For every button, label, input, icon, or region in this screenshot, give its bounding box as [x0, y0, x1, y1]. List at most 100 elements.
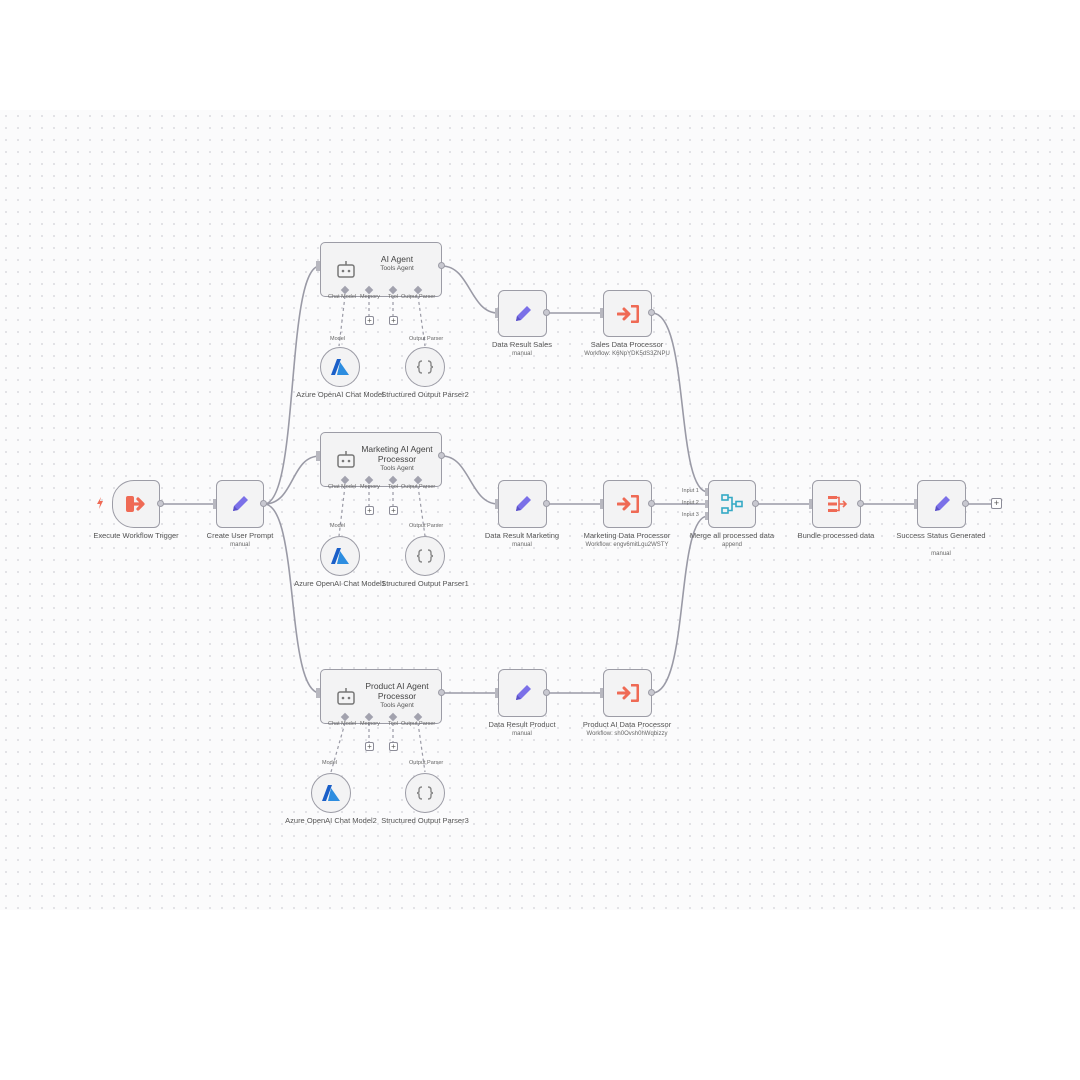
ai-agent-title-text: AI Agent [380, 254, 414, 264]
prompt-input-port[interactable] [213, 499, 217, 509]
azure-chat-model-node[interactable] [320, 347, 360, 387]
add-memory-button[interactable]: + [365, 742, 374, 751]
product-ai-data-processor-node[interactable] [603, 669, 652, 717]
data-result-sales-node[interactable] [498, 290, 547, 337]
prompt-output-port[interactable] [260, 500, 267, 507]
success-output-port[interactable] [962, 500, 969, 507]
sales-data-processor-node[interactable] [603, 290, 652, 337]
product-agent-title-text: Product AI Agent Processor [365, 681, 429, 701]
sales-set-input-port[interactable] [495, 308, 499, 318]
product-ai-agent-node[interactable]: Product AI Agent Processor Tools Agent [320, 669, 442, 724]
azure-chat-model2-label: Azure OpenAI Chat Model2 [285, 816, 377, 825]
marketing-data-processor-node[interactable] [603, 480, 652, 528]
port-label-tool: Tool [388, 484, 399, 490]
product-exec-input-port[interactable] [600, 688, 604, 698]
product-set-input-port[interactable] [495, 688, 499, 698]
execute-workflow-trigger-node[interactable] [112, 480, 160, 528]
port-label-chat-model: Chat Model [328, 294, 357, 300]
parser-port-label: Output Parser [409, 523, 444, 529]
trigger-output-port[interactable] [157, 500, 164, 507]
agent-bot-input-port[interactable] [316, 688, 320, 698]
ai-agent-node[interactable]: AI Agent Tools Agent [320, 242, 442, 297]
azure-icon [322, 785, 340, 801]
marketing-set-output-port[interactable] [543, 500, 550, 507]
structured-output-parser2-node[interactable] [405, 347, 445, 387]
agent-top-output-port[interactable] [438, 262, 445, 269]
merge-input-port-1[interactable] [705, 488, 709, 496]
product-ai-data-processor-sublabel: Workflow: sh0Ovsh0hWqbizzy [586, 731, 668, 737]
ai-agent-title: AI Agent Tools Agent [357, 254, 437, 274]
add-memory-button[interactable]: + [365, 506, 374, 515]
product-agent-title: Product AI Agent Processor Tools Agent [357, 681, 437, 711]
pencil-icon [515, 685, 531, 700]
product-set-output-port[interactable] [543, 689, 550, 696]
create-prompt-label: Create User Prompt [206, 531, 274, 540]
aggregate-icon [827, 496, 847, 512]
success-input-port[interactable] [914, 499, 918, 509]
success-status-generated-node[interactable] [917, 480, 966, 528]
bundle-input-port[interactable] [809, 499, 813, 509]
marketing-ai-agent-node[interactable]: Marketing AI Agent Processor Tools Agent [320, 432, 442, 487]
parser-port-label: Output Parser [409, 336, 444, 342]
execute-workflow-icon [616, 684, 639, 702]
product-agent-subtitle: Tools Agent [380, 702, 414, 709]
bundle-processed-data-node[interactable] [812, 480, 861, 528]
add-next-node-button[interactable]: + [991, 498, 1002, 509]
port-label-output-parser: Output Parser [401, 484, 436, 490]
structured-output-parser1-label: Structured Output Parser1 [381, 579, 469, 588]
data-result-marketing-sublabel: manual [512, 542, 532, 548]
add-tool-button[interactable]: + [389, 316, 398, 325]
create-user-prompt-node[interactable] [216, 480, 264, 528]
data-result-marketing-node[interactable] [498, 480, 547, 528]
pencil-icon [515, 305, 531, 321]
merge-label: Merge all processed data [689, 531, 775, 540]
pencil-icon [934, 496, 950, 511]
agent-mid-output-port[interactable] [438, 452, 445, 459]
data-result-product-sublabel: manual [512, 731, 532, 737]
data-result-sales-sublabel: manual [512, 351, 532, 357]
merge-sublabel: append [721, 542, 743, 548]
agent-mid-input-port[interactable] [316, 451, 320, 461]
sales-data-processor-label: Sales Data Processor [590, 340, 664, 349]
merge-input-3-label: Input 3 [682, 512, 699, 518]
agent-bot-output-port[interactable] [438, 689, 445, 696]
add-tool-button[interactable]: + [389, 742, 398, 751]
product-exec-output-port[interactable] [648, 689, 655, 696]
sales-set-output-port[interactable] [543, 309, 550, 316]
code-braces-icon [417, 786, 433, 800]
merge-input-port-3[interactable] [705, 512, 709, 520]
add-tool-button[interactable]: + [389, 506, 398, 515]
azure-chat-model2-node[interactable] [311, 773, 351, 813]
marketing-exec-input-port[interactable] [600, 499, 604, 509]
robot-icon [337, 261, 355, 278]
port-label-tool: Tool [388, 721, 399, 727]
azure-chat-model1-node[interactable] [320, 536, 360, 576]
exit-arrow-icon [126, 496, 145, 512]
merge-input-port-2[interactable] [705, 500, 709, 508]
lightning-bolt-icon [97, 497, 103, 509]
marketing-set-input-port[interactable] [495, 499, 499, 509]
add-memory-button[interactable]: + [365, 316, 374, 325]
merge-input-2-label: Input 2 [682, 500, 699, 506]
merge-output-port[interactable] [752, 500, 759, 507]
port-label-output-parser: Output Parser [401, 721, 436, 727]
trigger-label: Execute Workflow Trigger [93, 531, 179, 540]
sales-data-processor-sublabel: Workflow: K6NpYDK5dS3ZNPU [584, 351, 670, 357]
agent-top-input-port[interactable] [316, 261, 320, 271]
sales-exec-input-port[interactable] [600, 308, 604, 318]
sales-exec-output-port[interactable] [648, 309, 655, 316]
structured-output-parser1-node[interactable] [405, 536, 445, 576]
bundle-output-port[interactable] [857, 500, 864, 507]
structured-output-parser3-node[interactable] [405, 773, 445, 813]
execute-workflow-icon [616, 495, 639, 513]
port-label-chat-model: Chat Model [328, 721, 357, 727]
data-result-product-node[interactable] [498, 669, 547, 717]
azure-chat-model-label: Azure OpenAI Chat Model [296, 390, 384, 399]
execute-workflow-icon [616, 304, 639, 323]
port-label-tool: Tool [388, 294, 399, 300]
marketing-exec-output-port[interactable] [648, 500, 655, 507]
data-result-marketing-label: Data Result Marketing [484, 531, 560, 540]
merge-all-processed-data-node[interactable] [708, 480, 756, 528]
marketing-agent-title: Marketing AI Agent Processor Tools Agent [357, 444, 437, 474]
port-label-memory: Memory [360, 484, 380, 490]
